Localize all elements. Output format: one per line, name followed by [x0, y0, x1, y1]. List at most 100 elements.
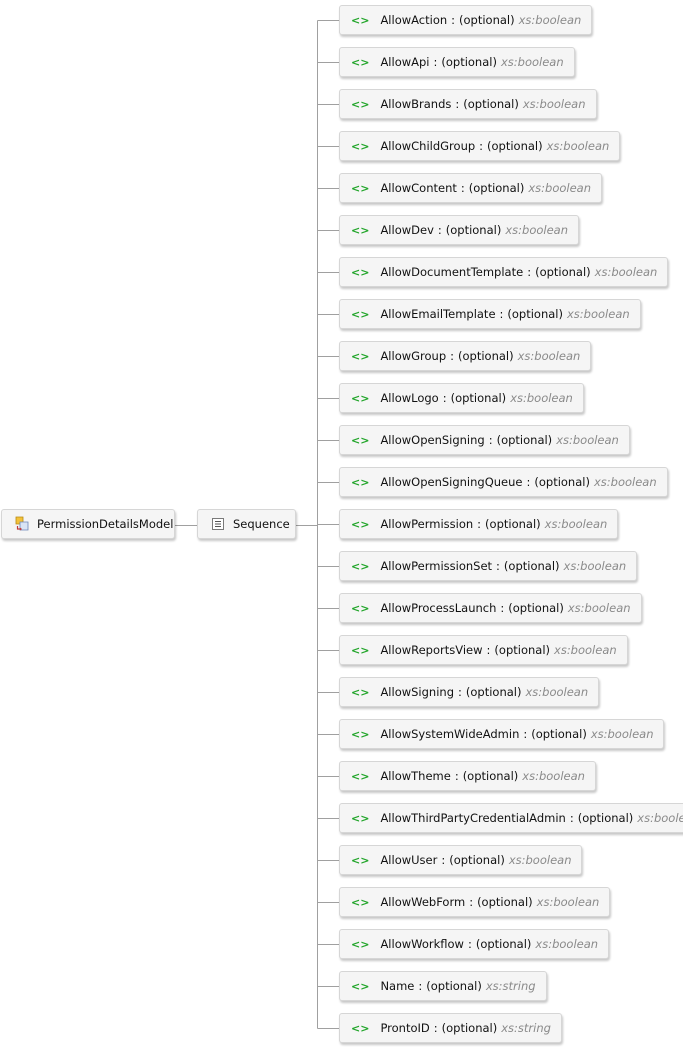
element-name: AllowWebForm [380, 895, 466, 909]
element-icon: <> [351, 349, 370, 363]
element-separator: : [527, 265, 532, 279]
element-node[interactable]: <>AllowPermissionSet:(optional)xs:boolea… [339, 551, 638, 581]
element-node[interactable]: <>AllowThirdPartyCredentialAdmin:(option… [339, 803, 683, 833]
element-node[interactable]: <>AllowTheme:(optional)xs:boolean [339, 761, 596, 791]
element-node[interactable]: <>AllowAction:(optional)xs:boolean [339, 5, 593, 35]
complex-type-node[interactable]: PermissionDetailsModel [1, 509, 175, 539]
element-occurrence: (optional) [468, 181, 525, 195]
element-icon: <> [351, 181, 370, 195]
sequence-icon [210, 516, 226, 532]
element-node[interactable]: <>ProntoID:(optional)xs:string [339, 1013, 562, 1043]
element-node[interactable]: <>Name:(optional)xs:string [339, 971, 547, 1001]
element-node[interactable]: <> AllowOpenSigning:(optional)xs:boolean [339, 425, 630, 455]
element-node[interactable]: <>AllowBrands:(optional)xs:boolean [339, 89, 597, 119]
element-icon: <> [351, 307, 370, 321]
element-icon: <> [351, 937, 370, 951]
element-node[interactable]: <>AllowDocumentTemplate:(optional)xs:boo… [339, 257, 669, 287]
element-occurrence: (optional) [535, 265, 591, 279]
element-type: xs:string [485, 979, 536, 993]
element-node[interactable]: <>AllowSystemWideAdmin:(optional)xs:bool… [339, 719, 665, 749]
element-icon: <> [351, 391, 370, 405]
element-type: xs:boolean [508, 853, 572, 867]
element-occurrence: (optional) [475, 937, 532, 951]
element-icon: <> [351, 979, 370, 993]
element-occurrence: (optional) [487, 139, 543, 153]
element-type: xs:boolean [593, 475, 657, 489]
element-node[interactable]: <>AllowPermission:(optional)xs:boolean [339, 509, 619, 539]
element-node[interactable]: <>AllowProcessLaunch:(optional)xs:boolea… [339, 593, 642, 623]
element-type: xs:boolean [528, 181, 591, 195]
element-icon: <> [351, 97, 370, 111]
element-type: xs:boolean [510, 391, 573, 405]
element-type: xs:boolean [556, 433, 619, 447]
element-separator: : [523, 727, 528, 741]
element-name: AllowThirdPartyCredentialAdmin [380, 811, 566, 825]
element-separator: : [451, 13, 456, 27]
element-separator: : [477, 517, 482, 531]
element-node[interactable]: <>AllowSigning:(optional)xs:boolean [339, 677, 600, 707]
element-icon: <> [351, 433, 370, 447]
element-occurrence: (optional) [508, 601, 564, 615]
element-type: xs:boolean [535, 937, 599, 951]
element-type: xs:boolean [522, 769, 585, 783]
element-separator: : [488, 433, 493, 447]
element-separator: : [437, 223, 442, 237]
element-occurrence: (optional) [465, 685, 522, 699]
element-name: ProntoID [380, 1021, 430, 1035]
element-type: xs:boolean [590, 727, 654, 741]
element-type: xs:boolean [505, 223, 568, 237]
element-node[interactable]: <>AllowContent:(optional)xs:boolean [339, 173, 602, 203]
element-node[interactable]: <>AllowWebForm:(optional)xs:boolean [339, 887, 611, 917]
element-name: AllowTheme [380, 769, 451, 783]
element-name: AllowPermissionSet [380, 559, 493, 573]
element-node[interactable]: <>AllowUser:(optional)xs:boolean [339, 845, 583, 875]
element-node[interactable]: <>AllowOpenSigningQueue:(optional)xs:boo… [339, 467, 668, 497]
element-type: xs:boolean [594, 265, 658, 279]
element-type: xs:boolean [517, 349, 581, 363]
complex-type-icon [14, 516, 30, 532]
element-occurrence: (optional) [441, 55, 497, 69]
element-occurrence: (optional) [458, 349, 514, 363]
element-name: AllowPermission [380, 517, 474, 531]
element-separator: : [441, 853, 446, 867]
element-node[interactable]: <>AllowChildGroup:(optional)xs:boolean [339, 131, 621, 161]
element-icon: <> [351, 139, 370, 153]
element-name: AllowReportsView [380, 643, 483, 657]
element-type: xs:boolean [522, 97, 586, 111]
element-name: AllowWorkflow [380, 937, 464, 951]
element-icon: <> [351, 601, 370, 615]
element-node[interactable]: <>AllowGroup:(optional)xs:boolean [339, 341, 592, 371]
element-node[interactable]: <>AllowDev:(optional)xs:boolean [339, 215, 579, 245]
element-type: xs:boolean [567, 601, 631, 615]
element-separator: : [526, 475, 531, 489]
element-icon: <> [351, 643, 370, 657]
element-occurrence: (optional) [496, 433, 553, 447]
element-node[interactable]: <>AllowLogo:(optional)xs:boolean [339, 383, 584, 413]
element-icon: <> [351, 559, 370, 573]
element-icon: <> [351, 1021, 370, 1035]
element-icon: <> [351, 685, 370, 699]
element-occurrence: (optional) [450, 391, 507, 405]
element-node[interactable]: <>AllowApi:(optional)xs:boolean [339, 47, 575, 77]
element-separator: : [433, 1021, 438, 1035]
element-separator: : [442, 391, 447, 405]
element-icon: <> [351, 265, 370, 279]
element-name: AllowUser [380, 853, 438, 867]
element-name: AllowChildGroup [380, 139, 476, 153]
element-icon: <> [351, 727, 370, 741]
element-name: AllowOpenSigning [380, 433, 485, 447]
element-node[interactable]: <>AllowReportsView:(optional)xs:boolean [339, 635, 628, 665]
sequence-node[interactable]: Sequence [197, 509, 296, 539]
element-occurrence: (optional) [441, 1021, 498, 1035]
element-occurrence: (optional) [477, 895, 533, 909]
element-type: xs:boolean [637, 811, 683, 825]
element-icon: <> [351, 517, 370, 531]
element-node[interactable]: <> AllowWorkflow:(optional)xs:boolean [339, 929, 610, 959]
element-separator: : [467, 937, 472, 951]
element-occurrence: (optional) [462, 769, 519, 783]
element-name: AllowApi [380, 55, 430, 69]
element-type: xs:boolean [525, 685, 589, 699]
complex-type-name: PermissionDetailsModel [37, 517, 174, 531]
element-separator: : [569, 811, 574, 825]
element-node[interactable]: <>AllowEmailTemplate:(optional)xs:boolea… [339, 299, 641, 329]
